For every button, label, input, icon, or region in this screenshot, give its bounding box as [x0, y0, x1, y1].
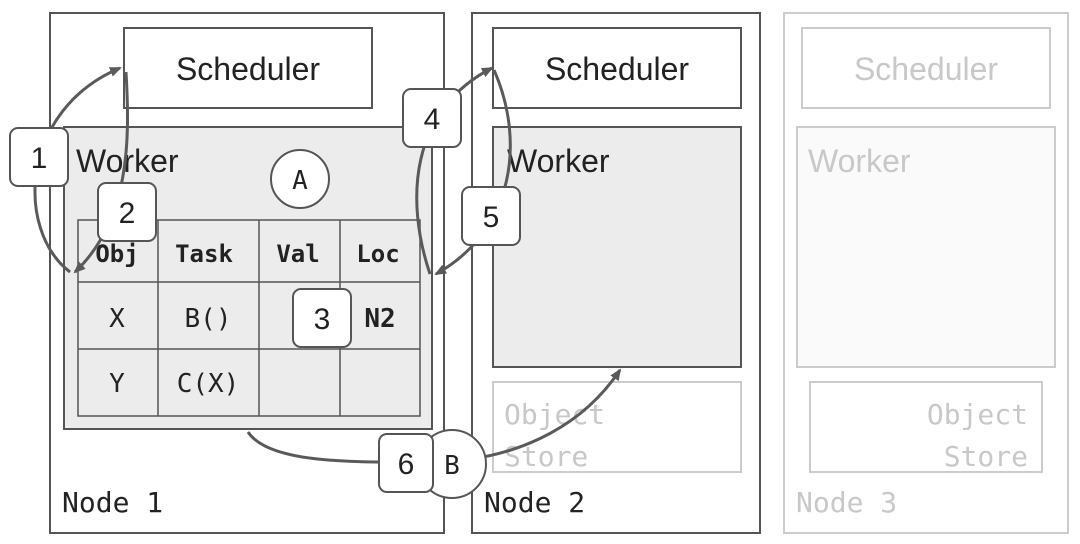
circle-b: B	[417, 429, 487, 499]
svg-text:1: 1	[31, 142, 48, 175]
worker-label: Worker	[808, 143, 911, 179]
table-header: Loc	[356, 240, 399, 268]
table-cell: X	[109, 304, 125, 334]
step-badge-5: 5	[461, 186, 521, 246]
table-cell: N2	[364, 304, 395, 334]
step-badge-2: 2	[97, 182, 157, 242]
arrow-step-4	[415, 66, 494, 275]
step-badge-6: 6	[378, 433, 434, 493]
step-badge-3: 3	[292, 288, 352, 348]
node-label: Node 2	[484, 486, 585, 519]
object-table: Obj Task Val Loc X B() N2 Y C(X)	[77, 219, 421, 417]
svg-text:A: A	[292, 166, 308, 196]
arrow-step-2	[73, 71, 130, 274]
worker-box	[63, 126, 433, 430]
svg-text:B: B	[444, 451, 460, 481]
svg-text:5: 5	[483, 201, 500, 234]
worker-label: Worker	[507, 143, 610, 179]
node-1: Scheduler Worker Node 1	[49, 12, 445, 534]
arrow-step-5	[434, 69, 512, 276]
svg-text:6: 6	[398, 448, 415, 481]
scheduler-box	[123, 27, 373, 109]
node-label: Node 3	[796, 486, 897, 519]
scheduler-label: Scheduler	[545, 51, 689, 87]
svg-text:4: 4	[424, 103, 441, 136]
table-cell: Y	[109, 369, 125, 399]
worker-box	[492, 126, 742, 368]
svg-text:3: 3	[314, 303, 331, 336]
object-store-label: Object	[504, 398, 605, 431]
svg-text:2: 2	[119, 197, 136, 230]
object-store-box	[809, 381, 1043, 473]
circle-a: A	[270, 149, 330, 209]
worker-box	[796, 126, 1056, 368]
scheduler-box	[801, 27, 1051, 109]
object-store-box	[492, 381, 742, 473]
table-header: Task	[175, 240, 233, 268]
node-2: Scheduler Worker Object Store Node 2	[471, 12, 761, 534]
table-cell: B()	[185, 304, 232, 334]
table-cell: C(X)	[177, 369, 240, 399]
table-header: Val	[276, 240, 319, 268]
object-store-label: Store	[944, 440, 1028, 473]
node-label: Node 1	[62, 486, 163, 519]
object-store-label: Store	[504, 440, 588, 473]
node-3: Scheduler Worker Object Store Node 3	[783, 12, 1069, 534]
scheduler-label: Scheduler	[176, 51, 320, 87]
table-header: Obj	[95, 240, 138, 268]
step-badge-4: 4	[402, 88, 462, 148]
object-store-label: Object	[927, 398, 1028, 431]
step-badge-1: 1	[9, 127, 69, 187]
scheduler-label: Scheduler	[854, 51, 998, 87]
